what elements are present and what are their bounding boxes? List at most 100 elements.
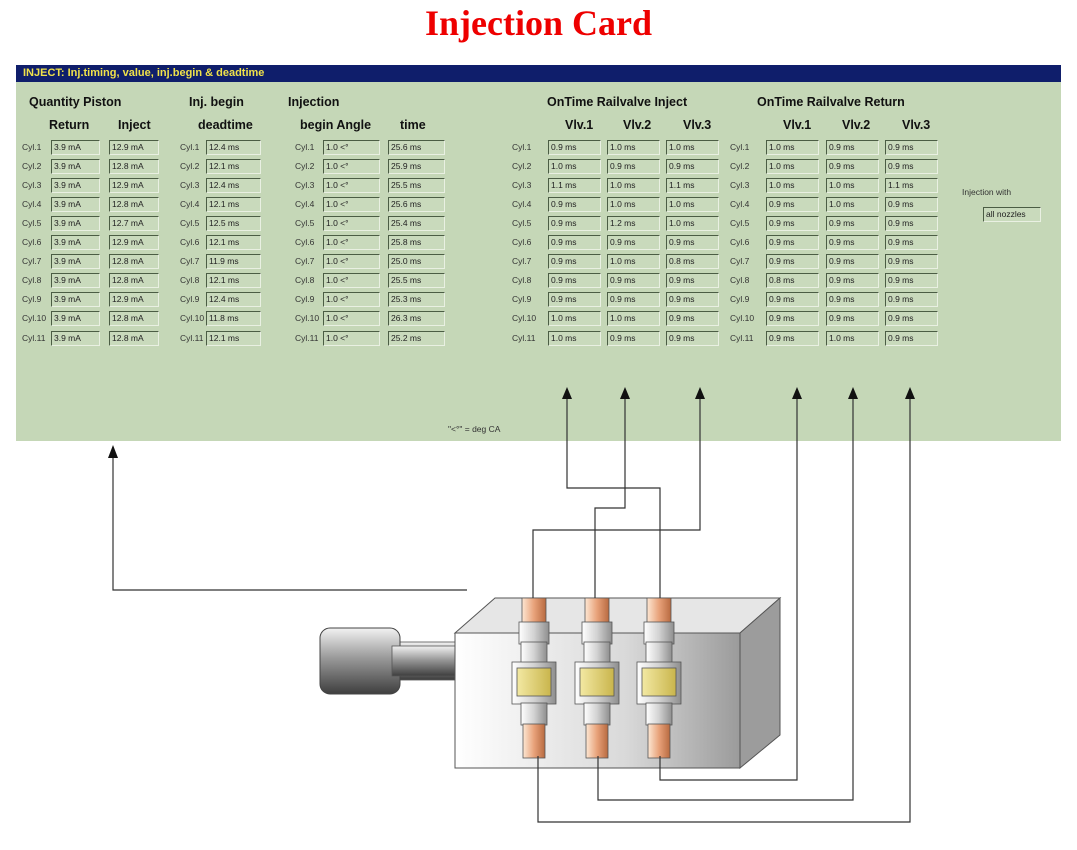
- return-vlv1-field[interactable]: 0.8 ms: [766, 273, 819, 288]
- inj-time-field[interactable]: 25.0 ms: [388, 254, 445, 269]
- deadtime-field[interactable]: 12.1 ms: [206, 159, 261, 174]
- inject-vlv1-field[interactable]: 1.1 ms: [548, 178, 601, 193]
- return-ma-field[interactable]: 3.9 mA: [51, 197, 100, 212]
- return-vlv2-field[interactable]: 1.0 ms: [826, 331, 879, 346]
- return-vlv2-field[interactable]: 0.9 ms: [826, 140, 879, 155]
- inject-vlv3-field[interactable]: 0.9 ms: [666, 159, 719, 174]
- return-ma-field[interactable]: 3.9 mA: [51, 216, 100, 231]
- return-vlv2-field[interactable]: 0.9 ms: [826, 292, 879, 307]
- inj-time-field[interactable]: 25.2 ms: [388, 331, 445, 346]
- inject-vlv1-field[interactable]: 0.9 ms: [548, 292, 601, 307]
- return-vlv3-field[interactable]: 0.9 ms: [885, 311, 938, 326]
- return-vlv3-field[interactable]: 0.9 ms: [885, 140, 938, 155]
- return-ma-field[interactable]: 3.9 mA: [51, 292, 100, 307]
- return-vlv1-field[interactable]: 0.9 ms: [766, 292, 819, 307]
- return-vlv2-field[interactable]: 0.9 ms: [826, 273, 879, 288]
- inject-vlv2-field[interactable]: 0.9 ms: [607, 235, 660, 250]
- deadtime-field[interactable]: 12.4 ms: [206, 178, 261, 193]
- inj-time-field[interactable]: 25.8 ms: [388, 235, 445, 250]
- inject-vlv3-field[interactable]: 1.0 ms: [666, 197, 719, 212]
- inject-vlv2-field[interactable]: 1.0 ms: [607, 254, 660, 269]
- inject-vlv2-field[interactable]: 0.9 ms: [607, 159, 660, 174]
- inject-vlv3-field[interactable]: 1.1 ms: [666, 178, 719, 193]
- return-vlv3-field[interactable]: 0.9 ms: [885, 216, 938, 231]
- deadtime-field[interactable]: 12.4 ms: [206, 140, 261, 155]
- return-vlv1-field[interactable]: 0.9 ms: [766, 197, 819, 212]
- return-vlv1-field[interactable]: 0.9 ms: [766, 311, 819, 326]
- inject-vlv1-field[interactable]: 0.9 ms: [548, 216, 601, 231]
- begin-angle-field[interactable]: 1.0 <°: [323, 331, 380, 346]
- inject-vlv3-field[interactable]: 1.0 ms: [666, 140, 719, 155]
- inj-time-field[interactable]: 25.5 ms: [388, 273, 445, 288]
- inj-time-field[interactable]: 25.6 ms: [388, 197, 445, 212]
- inject-ma-field[interactable]: 12.9 mA: [109, 235, 159, 250]
- return-vlv1-field[interactable]: 1.0 ms: [766, 159, 819, 174]
- return-ma-field[interactable]: 3.9 mA: [51, 159, 100, 174]
- inject-vlv3-field[interactable]: 0.9 ms: [666, 235, 719, 250]
- begin-angle-field[interactable]: 1.0 <°: [323, 216, 380, 231]
- inj-time-field[interactable]: 25.6 ms: [388, 140, 445, 155]
- return-vlv1-field[interactable]: 0.9 ms: [766, 254, 819, 269]
- return-vlv1-field[interactable]: 0.9 ms: [766, 331, 819, 346]
- return-vlv1-field[interactable]: 1.0 ms: [766, 178, 819, 193]
- begin-angle-field[interactable]: 1.0 <°: [323, 273, 380, 288]
- inject-vlv2-field[interactable]: 1.0 ms: [607, 311, 660, 326]
- return-vlv1-field[interactable]: 0.9 ms: [766, 235, 819, 250]
- return-vlv2-field[interactable]: 0.9 ms: [826, 311, 879, 326]
- inject-vlv2-field[interactable]: 1.2 ms: [607, 216, 660, 231]
- inject-vlv2-field[interactable]: 0.9 ms: [607, 273, 660, 288]
- return-vlv3-field[interactable]: 0.9 ms: [885, 331, 938, 346]
- inject-ma-field[interactable]: 12.9 mA: [109, 178, 159, 193]
- return-vlv1-field[interactable]: 0.9 ms: [766, 216, 819, 231]
- return-vlv2-field[interactable]: 0.9 ms: [826, 254, 879, 269]
- inject-ma-field[interactable]: 12.8 mA: [109, 311, 159, 326]
- inject-ma-field[interactable]: 12.7 mA: [109, 216, 159, 231]
- deadtime-field[interactable]: 12.1 ms: [206, 331, 261, 346]
- return-ma-field[interactable]: 3.9 mA: [51, 311, 100, 326]
- begin-angle-field[interactable]: 1.0 <°: [323, 292, 380, 307]
- inject-vlv3-field[interactable]: 1.0 ms: [666, 216, 719, 231]
- return-ma-field[interactable]: 3.9 mA: [51, 178, 100, 193]
- return-ma-field[interactable]: 3.9 mA: [51, 273, 100, 288]
- injection-with-field[interactable]: all nozzles: [983, 207, 1041, 222]
- inj-time-field[interactable]: 25.9 ms: [388, 159, 445, 174]
- return-vlv2-field[interactable]: 0.9 ms: [826, 159, 879, 174]
- inject-vlv1-field[interactable]: 1.0 ms: [548, 311, 601, 326]
- inject-vlv1-field[interactable]: 0.9 ms: [548, 254, 601, 269]
- return-vlv3-field[interactable]: 0.9 ms: [885, 273, 938, 288]
- inj-time-field[interactable]: 25.5 ms: [388, 178, 445, 193]
- return-vlv1-field[interactable]: 1.0 ms: [766, 140, 819, 155]
- return-ma-field[interactable]: 3.9 mA: [51, 235, 100, 250]
- begin-angle-field[interactable]: 1.0 <°: [323, 159, 380, 174]
- inject-vlv3-field[interactable]: 0.9 ms: [666, 331, 719, 346]
- inject-ma-field[interactable]: 12.8 mA: [109, 159, 159, 174]
- inj-time-field[interactable]: 26.3 ms: [388, 311, 445, 326]
- return-vlv2-field[interactable]: 1.0 ms: [826, 197, 879, 212]
- deadtime-field[interactable]: 12.4 ms: [206, 292, 261, 307]
- inject-vlv1-field[interactable]: 1.0 ms: [548, 331, 601, 346]
- inject-vlv1-field[interactable]: 1.0 ms: [548, 159, 601, 174]
- return-vlv3-field[interactable]: 0.9 ms: [885, 254, 938, 269]
- inject-ma-field[interactable]: 12.8 mA: [109, 273, 159, 288]
- inject-ma-field[interactable]: 12.9 mA: [109, 292, 159, 307]
- inject-vlv2-field[interactable]: 0.9 ms: [607, 292, 660, 307]
- inject-ma-field[interactable]: 12.8 mA: [109, 197, 159, 212]
- begin-angle-field[interactable]: 1.0 <°: [323, 197, 380, 212]
- inject-vlv2-field[interactable]: 1.0 ms: [607, 140, 660, 155]
- deadtime-field[interactable]: 11.9 ms: [206, 254, 261, 269]
- return-vlv3-field[interactable]: 0.9 ms: [885, 292, 938, 307]
- inject-vlv1-field[interactable]: 0.9 ms: [548, 235, 601, 250]
- return-ma-field[interactable]: 3.9 mA: [51, 140, 100, 155]
- inject-ma-field[interactable]: 12.8 mA: [109, 331, 159, 346]
- deadtime-field[interactable]: 12.5 ms: [206, 216, 261, 231]
- inject-vlv3-field[interactable]: 0.9 ms: [666, 311, 719, 326]
- inject-vlv2-field[interactable]: 1.0 ms: [607, 178, 660, 193]
- begin-angle-field[interactable]: 1.0 <°: [323, 178, 380, 193]
- return-ma-field[interactable]: 3.9 mA: [51, 331, 100, 346]
- return-vlv3-field[interactable]: 1.1 ms: [885, 178, 938, 193]
- begin-angle-field[interactable]: 1.0 <°: [323, 140, 380, 155]
- inject-ma-field[interactable]: 12.8 mA: [109, 254, 159, 269]
- inject-vlv1-field[interactable]: 0.9 ms: [548, 140, 601, 155]
- inject-vlv2-field[interactable]: 0.9 ms: [607, 331, 660, 346]
- inject-vlv3-field[interactable]: 0.8 ms: [666, 254, 719, 269]
